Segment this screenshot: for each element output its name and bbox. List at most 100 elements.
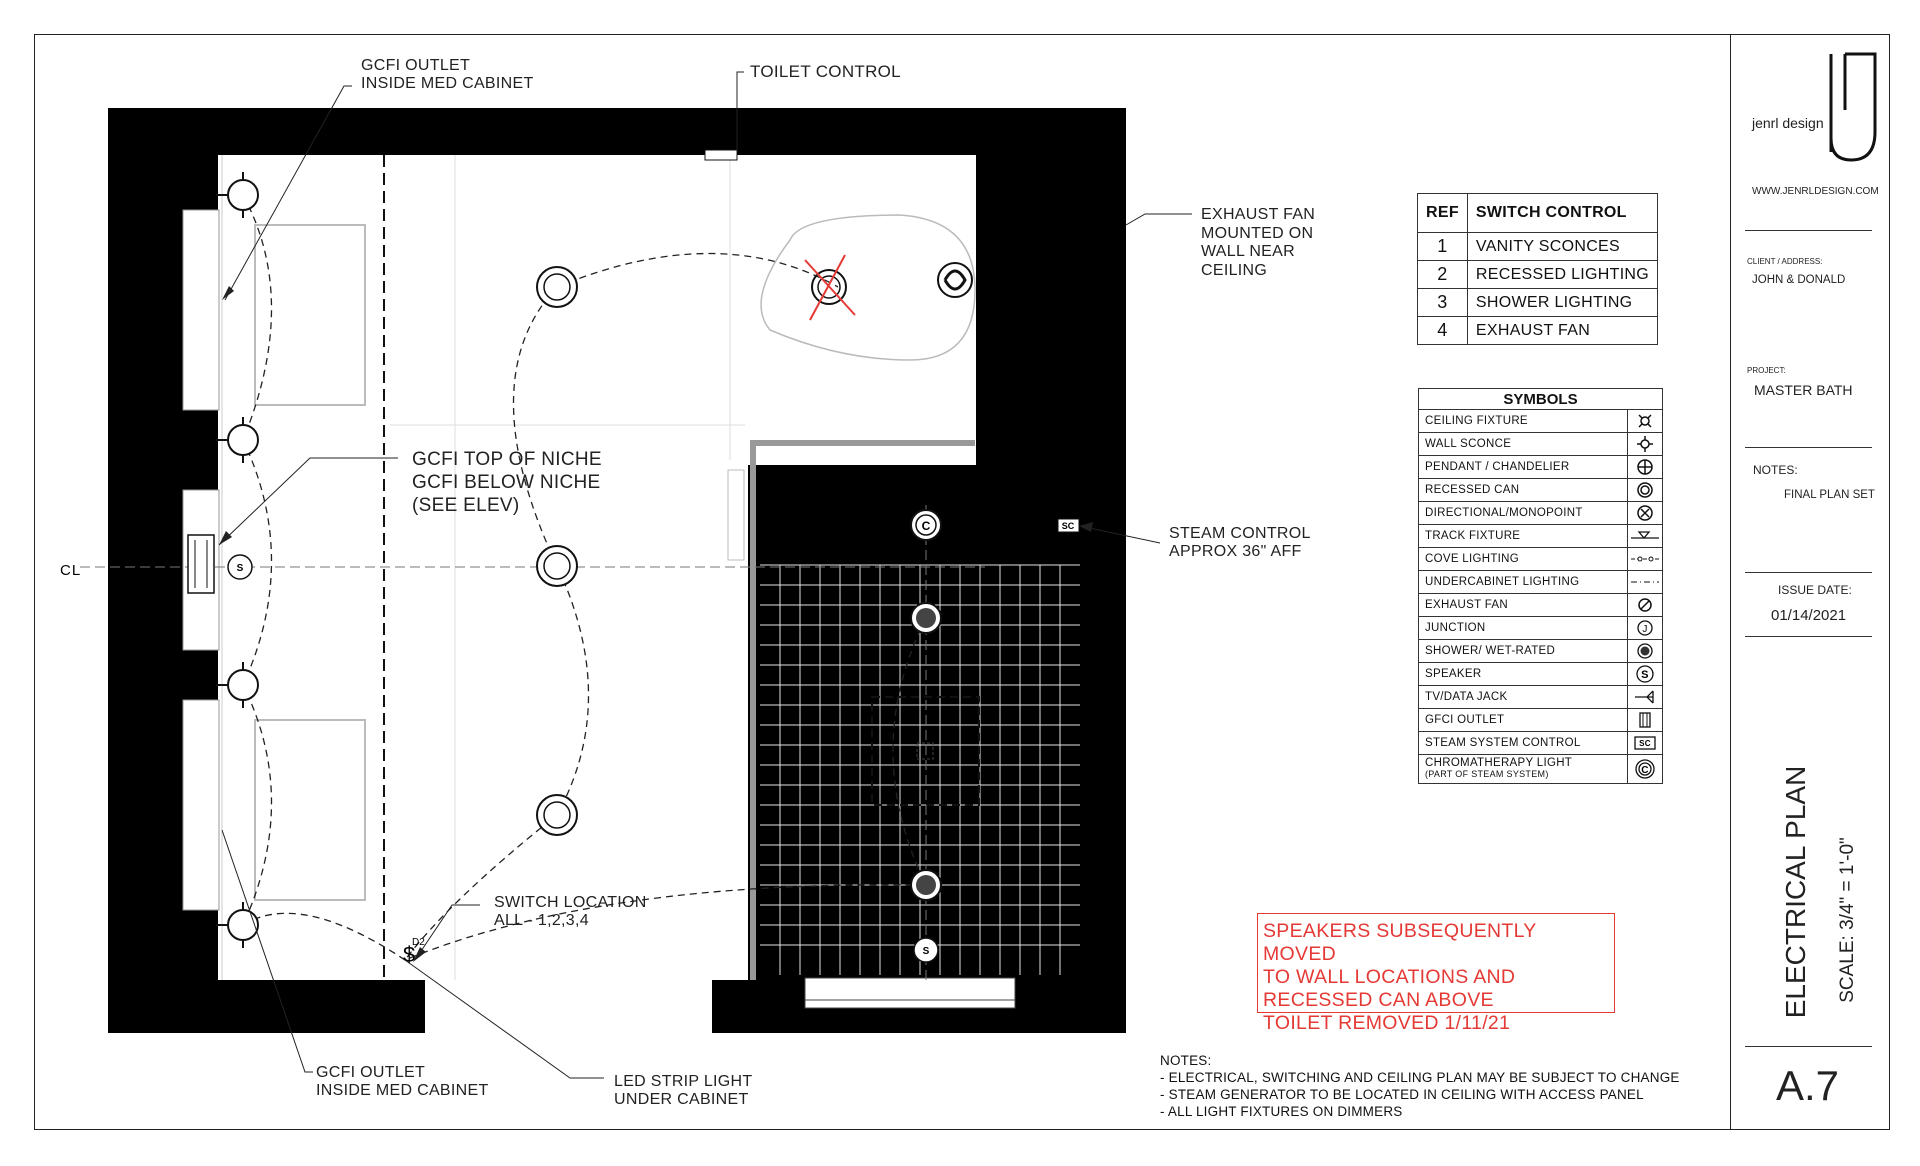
symbol-label: UNDERCABINET LIGHTING [1418, 570, 1628, 594]
symbol-label: STEAM SYSTEM CONTROL [1418, 731, 1628, 755]
gfci-outlet-icon [1627, 708, 1663, 732]
gfci-outlet [187, 534, 215, 594]
divider [1745, 1046, 1872, 1047]
notes-value: FINAL PLAN SET [1784, 489, 1875, 501]
callout-line: CEILING [1201, 261, 1268, 279]
ref-cell: 1 [1417, 232, 1468, 261]
table-row: TRACK FIXTURE [1418, 524, 1663, 548]
firm-logo-icon [1829, 52, 1877, 162]
label-cell: VANITY SCONCES [1466, 232, 1659, 261]
niche-callout: GCFI TOP OF NICHE GCFI BELOW NICHE (SEE … [412, 448, 602, 517]
table-row: GFCI OUTLET [1418, 708, 1663, 732]
symbol-label: EXHAUST FAN [1418, 593, 1628, 617]
cove-lighting-icon [1627, 547, 1663, 571]
speaker-icon: S [1627, 662, 1663, 686]
svg-text:J: J [1642, 624, 1647, 635]
svg-text:SC: SC [1062, 521, 1075, 531]
callout-line: GCFI BELOW NICHE [412, 472, 601, 493]
steam-control [1057, 518, 1080, 533]
symbols-title: SYMBOLS [1418, 388, 1663, 410]
header-switch-control: SWITCH CONTROL [1466, 193, 1659, 233]
table-row: WALL SCONCE [1418, 432, 1663, 456]
callout-line: STEAM CONTROL [1169, 525, 1311, 542]
junction-icon: J [1627, 616, 1663, 640]
svg-text:SC: SC [1639, 739, 1651, 748]
gcfi-bottom-callout: GCFI OUTLET INSIDE MED CABINET [316, 1064, 489, 1100]
floor-plan: C S S SC $ D2 CL [60, 71, 1192, 1079]
header-ref: REF [1417, 193, 1468, 233]
callout-line: EXHAUST FAN [1201, 206, 1316, 223]
symbols-legend-table: SYMBOLS CEILING FIXTURE WALL SCONCE PEND… [1418, 388, 1663, 784]
wall-sconce-icon [1627, 432, 1663, 456]
symbol-label: TV/DATA JACK [1418, 685, 1628, 709]
firm-name: jenrl design [1752, 115, 1824, 131]
sheet-number: A.7 [1776, 1062, 1840, 1109]
vanity-sink-bottom [254, 719, 366, 901]
symbol-label: DIRECTIONAL/MONOPOINT [1418, 501, 1628, 525]
project-label: PROJECT: [1747, 366, 1786, 375]
table-row: CHROMATHERAPY LIGHT(PART OF STEAM SYSTEM… [1418, 754, 1663, 784]
undercabinet-icon [1627, 570, 1663, 594]
speaker-1 [227, 554, 253, 580]
divider [1745, 447, 1872, 448]
medicine-cabinet-top [182, 209, 220, 411]
divider [1745, 572, 1872, 573]
callout-line: GCFI TOP OF NICHE [412, 449, 602, 470]
callout-line: GCFI OUTLET [361, 57, 471, 74]
steam-control-callout: STEAM CONTROL APPROX 36" AFF [1169, 525, 1311, 561]
symbol-label: SPEAKER [1418, 662, 1628, 686]
symbol-label: GFCI OUTLET [1418, 708, 1628, 732]
exhaust-fan-icon [937, 262, 973, 298]
circuit-recessed-top [556, 252, 839, 288]
symbols-title-row: SYMBOLS [1418, 388, 1663, 410]
ref-cell: 4 [1417, 316, 1468, 345]
drawing-border [34, 34, 1890, 1130]
steam-control-icon: SC [1627, 731, 1663, 755]
symbol-label: CEILING FIXTURE [1418, 409, 1628, 433]
shower-glass-wall [750, 440, 756, 980]
symbol-label: PENDANT / CHANDELIER [1418, 455, 1628, 479]
symbol-label: TRACK FIXTURE [1418, 524, 1628, 548]
symbol-label: RECESSED CAN [1418, 478, 1628, 502]
shower-light-icon [1627, 639, 1663, 663]
track-fixture-icon [1627, 524, 1663, 548]
revision-note: SPEAKERS SUBSEQUENTLY MOVED TO WALL LOCA… [1257, 913, 1615, 1034]
ref-cell: 3 [1417, 288, 1468, 317]
toilet-control [704, 149, 738, 161]
revision-line: SPEAKERS SUBSEQUENTLY MOVED [1263, 920, 1537, 965]
issue-date-label: ISSUE DATE: [1778, 583, 1852, 597]
switch-location-callout: SWITCH LOCATION ALL - 1,2,3,4 [494, 894, 647, 930]
svg-text:S: S [237, 563, 244, 574]
shower-tile-grid [760, 564, 1080, 975]
shower-glass-top [750, 440, 975, 446]
ref-cell: 2 [1417, 260, 1468, 289]
firm-website[interactable]: WWW.JENRLDESIGN.COM [1752, 186, 1879, 197]
callout-line: INSIDE MED CABINET [316, 1082, 489, 1099]
toilet-control-callout: TOILET CONTROL [750, 62, 901, 81]
recessed-can-1 [536, 266, 578, 308]
circuit-shower [892, 617, 927, 886]
table-row: UNDERCABINET LIGHTING [1418, 570, 1663, 594]
symbol-label: JUNCTION [1418, 616, 1628, 640]
symbol-sublabel: (PART OF STEAM SYSTEM) [1425, 769, 1549, 779]
svg-text:CL: CL [60, 562, 81, 579]
callout-line: MOUNTED ON [1201, 224, 1314, 242]
recessed-can-icon [1627, 478, 1663, 502]
callout-line: LED STRIP LIGHT [614, 1073, 753, 1090]
issue-date-value: 01/14/2021 [1771, 607, 1847, 624]
svg-text:S: S [923, 946, 930, 957]
svg-text:C: C [922, 519, 931, 533]
note-item: - ALL LIGHT FIXTURES ON DIMMERS [1160, 1104, 1403, 1119]
table-row: COVE LIGHTING [1418, 547, 1663, 571]
medicine-cabinet-bottom [182, 699, 220, 911]
table-row: CEILING FIXTURE [1418, 409, 1663, 433]
recessed-can-2 [536, 545, 578, 587]
label-cell: EXHAUST FAN [1466, 316, 1659, 345]
vanity-sink-top [254, 224, 366, 406]
callout-line: APPROX 36" AFF [1169, 543, 1302, 560]
symbol-label-main: CHROMATHERAPY LIGHT [1425, 757, 1573, 769]
callout-line: ALL - 1,2,3,4 [494, 912, 589, 929]
gcfi-top-callout: GCFI OUTLET INSIDE MED CABINET [361, 57, 534, 93]
